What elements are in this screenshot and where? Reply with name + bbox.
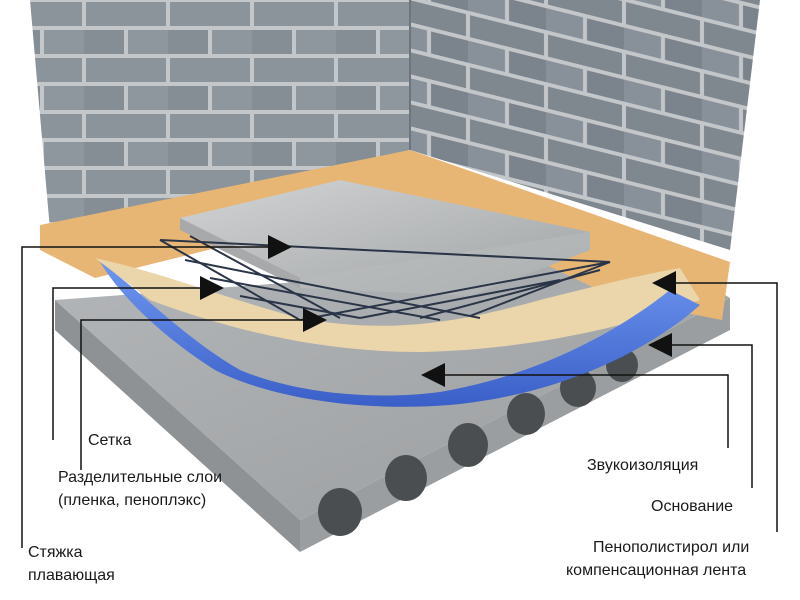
brick-wall-right bbox=[410, 0, 760, 250]
label-polystyrene-line1: Пенополистирол или bbox=[593, 539, 750, 556]
foam-layer bbox=[95, 258, 700, 352]
label-separation-layers-line2: (пленка, пеноплэкс) bbox=[58, 492, 207, 509]
leader-lines bbox=[21, 246, 778, 548]
label-base: Основание bbox=[651, 498, 734, 515]
label-setka: Сетка bbox=[88, 432, 132, 449]
reinforcement-mesh bbox=[159, 235, 611, 321]
damper-tape bbox=[40, 150, 730, 320]
label-floating-screed-line2: плавающая bbox=[28, 567, 115, 584]
base-slab-side bbox=[55, 300, 300, 552]
label-polystyrene-line2: компенсационная лента bbox=[566, 562, 747, 579]
leader-arrowheads bbox=[200, 235, 676, 387]
brick-wall-left bbox=[30, 0, 410, 230]
label-sound-insulation: Звукоизоляция bbox=[587, 457, 699, 474]
sound-insulation bbox=[100, 262, 700, 407]
label-separation-layers-line1: Разделительные слои bbox=[58, 469, 223, 486]
label-floating-screed-line1: Стяжка bbox=[28, 544, 83, 561]
